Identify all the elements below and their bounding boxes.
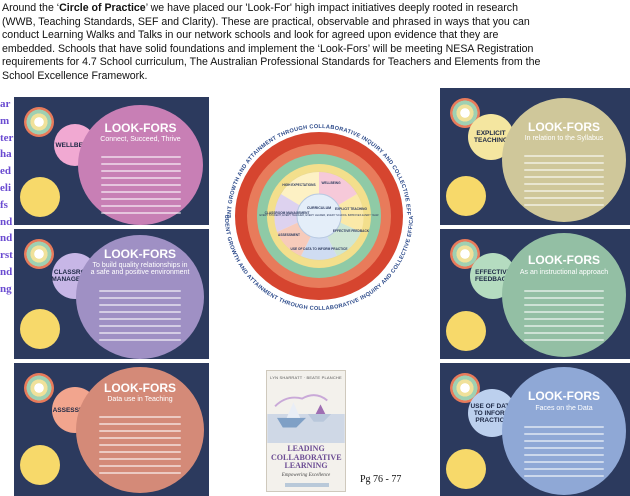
look-fors-panel: LOOK-FORS To build quality relationships… (76, 235, 204, 359)
intro-line-2: (WWB, Teaching Standards, SEF and Clarit… (2, 15, 530, 28)
look-fors-panel: LOOK-FORS Faces on the Data (502, 367, 626, 495)
look-fors-title: LOOK-FORS (104, 247, 176, 261)
assessment-card: ASSESSMENT LOOK-FORS Data use in Teachin… (14, 363, 209, 496)
intro-line-6: School Excellence Framework. (2, 69, 148, 82)
publisher-logos (285, 483, 329, 487)
circle-of-practice-icon (24, 373, 54, 403)
intro-line-1: Around the ‘Circle of Practice’ we have … (2, 2, 518, 14)
look-fors-title: LOOK-FORS (528, 120, 600, 134)
book-title: LEADING COLLABORATIVE LEARNING (271, 444, 342, 470)
intro-line-4: embedded. Schools that have solid founda… (2, 42, 534, 55)
center-title: CURRICULUM (307, 206, 331, 210)
high-expectations-badge (446, 449, 486, 489)
intro-line-5: requirements for 4.7 School curriculum, … (2, 56, 541, 69)
book-authors: LYN SHARRATT · BEATE PLANCHE (270, 375, 342, 380)
circle-of-practice-icon (24, 107, 54, 137)
look-fors-panel: LOOK-FORS Data use in Teaching (76, 367, 204, 493)
look-fors-subtitle: Data use in Teaching (107, 396, 173, 403)
segment-assessment: ASSESSMENT (278, 233, 300, 237)
segment-wellbeing: WELLBEING (321, 181, 341, 185)
look-fors-subtitle: To build quality relationships in a safe… (90, 262, 190, 276)
intro-line-3: conduct Learning Walks and Talks in our … (2, 29, 499, 42)
book-cover: LYN SHARRATT · BEATE PLANCHE LEADING COL… (266, 370, 346, 492)
look-fors-subtitle: Connect, Succeed, Thrive (100, 136, 181, 143)
look-fors-panel: LOOK-FORS In relation to the Syllabus (502, 98, 626, 222)
segment-classroom-management: CLASSROOM MANAGEMENT (265, 211, 310, 215)
explicit-teaching-card: EXPLICIT TEACHING LOOK-FORS In relation … (440, 88, 630, 225)
high-expectations-badge (20, 309, 60, 349)
segment-effective-feedback: EFFECTIVE FEEDBACK (333, 229, 370, 233)
high-expectations-badge (20, 177, 60, 217)
classroom-management-card: CLASSROOM MANAGEMENT LOOK-FORS To build … (14, 229, 209, 359)
segment-use-of-data: USE OF DATA TO INFORM PRACTICE (291, 247, 348, 251)
circle-of-practice-diagram: STUDENT GROWTH AND ATTAINMENT THROUGH CO… (213, 110, 423, 320)
high-expectations-badge (20, 445, 60, 485)
book-subtitle: Empowering Excellence (281, 473, 331, 478)
circle-of-practice-icon (24, 239, 54, 269)
center-text-line: EVERY STUDENT, EVERY TEACHER, EVERY LEAD… (259, 213, 378, 217)
high-expectations-badge (446, 176, 486, 216)
center-circle (296, 193, 342, 239)
look-fors-title: LOOK-FORS (528, 389, 600, 403)
look-fors-panel: LOOK-FORS As an instructional approach (502, 233, 626, 357)
page-reference: Pg 76 - 77 (360, 474, 402, 485)
use-of-data-card: USE OF DATA TO INFORM PRACTICE LOOK-FORS… (440, 363, 630, 496)
look-fors-subtitle: As an instructional approach (519, 269, 609, 276)
paper-boat-illustration (267, 394, 345, 443)
look-fors-subtitle: In relation to the Syllabus (524, 135, 604, 142)
wellbeing-card: WELLBEING LOOK-FORS Connect, Succeed, Th… (14, 97, 209, 225)
center-text: EVERY STUDENT, EVERY TEACHER, EVERY LEAD… (259, 213, 378, 217)
look-fors-title: LOOK-FORS (104, 381, 176, 395)
segment-high-expectations: HIGH EXPECTATIONS (282, 183, 315, 187)
look-fors-title: LOOK-FORS (528, 253, 600, 267)
circle-of-practice: Circle of Practice (59, 2, 146, 14)
segment-explicit-teaching: EXPLICIT TEACHING (335, 207, 367, 211)
effective-feedback-card: EFFECTIVE FEEDBACK LOOK-FORS As an instr… (440, 229, 630, 359)
look-fors-panel: LOOK-FORS Connect, Succeed, Thrive (78, 105, 203, 225)
intro-paragraph: Around the ‘Circle of Practice’ we have … (2, 2, 628, 84)
high-expectations-badge (446, 311, 486, 351)
look-fors-title: LOOK-FORS (104, 121, 177, 135)
clipped-side-text: ar m ter ha ed eli fs nd nd rst nd ng (0, 98, 14, 295)
look-fors-subtitle: Faces on the Data (535, 405, 593, 412)
